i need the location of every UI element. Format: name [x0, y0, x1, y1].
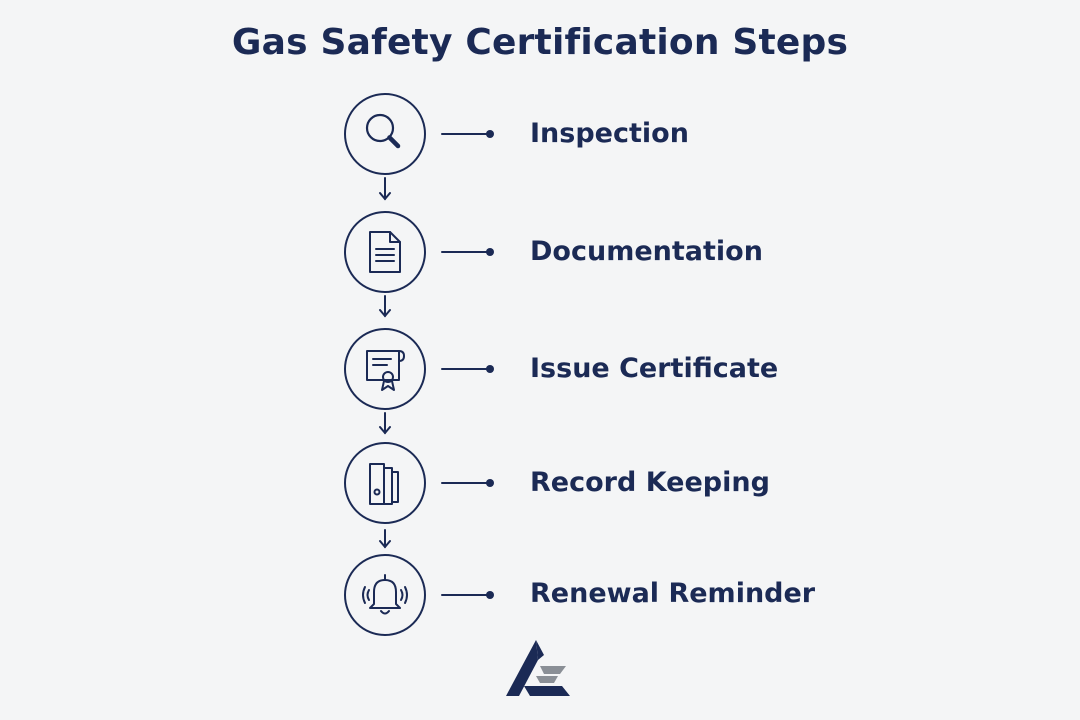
- binder-icon: [369, 463, 399, 505]
- step-certificate-circle: [344, 328, 426, 410]
- document-icon: [369, 231, 401, 273]
- company-logo: [506, 640, 570, 696]
- step-label-issue-certificate: Issue Certificate: [530, 353, 779, 384]
- step-label-inspection: Inspection: [530, 118, 689, 149]
- down-arrow-icon: [379, 412, 391, 435]
- magnifying-glass-icon: [365, 113, 401, 149]
- down-arrow-icon: [379, 529, 391, 549]
- bell-icon: [362, 574, 408, 615]
- step-inspection-circle: [344, 93, 426, 175]
- page-title: Gas Safety Certification Steps: [231, 22, 849, 63]
- step-label-record-keeping: Record Keeping: [530, 467, 770, 498]
- step-renewal-circle: [344, 554, 426, 636]
- down-arrow-icon: [379, 295, 391, 318]
- certificate-icon: [366, 350, 405, 391]
- step-label-renewal-reminder: Renewal Reminder: [530, 578, 816, 609]
- down-arrow-icon: [379, 177, 391, 201]
- step-documentation-circle: [344, 211, 426, 293]
- step-label-documentation: Documentation: [530, 236, 763, 267]
- step-record-keeping-circle: [344, 442, 426, 524]
